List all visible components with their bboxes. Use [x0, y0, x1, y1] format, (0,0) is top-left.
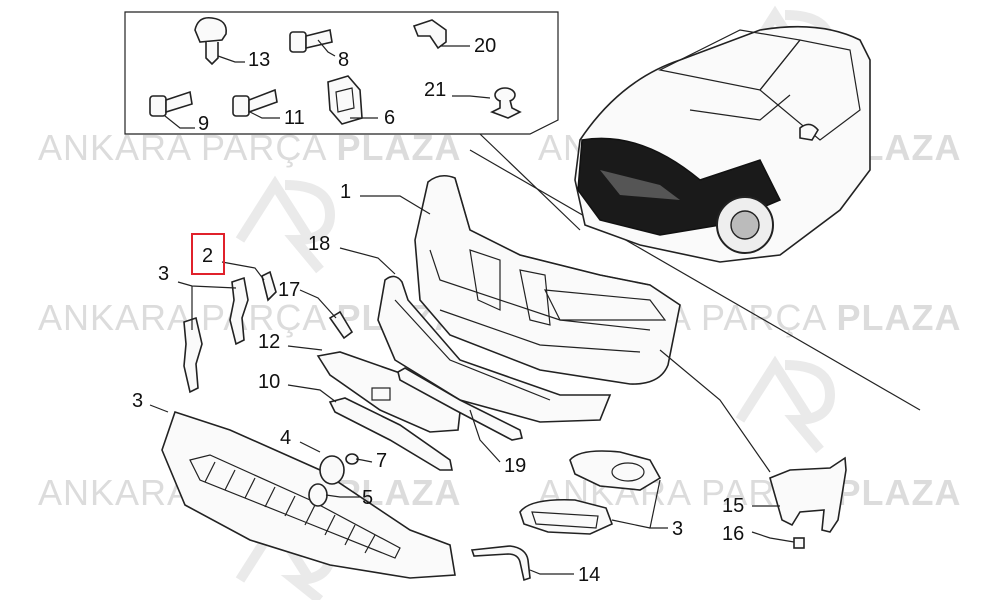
part-10-bolt[interactable] [149, 90, 193, 117]
part-19-lower-spoiler[interactable] [377, 275, 612, 423]
callout-13[interactable]: 12 [258, 331, 280, 353]
callout-7[interactable]: 6 [384, 107, 395, 129]
part-18-clip[interactable] [328, 310, 354, 340]
part-21-clip[interactable] [412, 19, 447, 50]
part-15-trim-strip[interactable] [470, 545, 531, 582]
part-16-side-bracket-right[interactable] [769, 456, 847, 533]
callout-18[interactable]: 17 [278, 279, 300, 301]
part-22-rivet[interactable] [490, 87, 522, 119]
callout-12[interactable]: 11 [284, 107, 305, 129]
callout-2[interactable]: 2 [202, 245, 213, 267]
part-7-speed-nut[interactable] [327, 75, 363, 125]
part-2-side-bracket[interactable] [261, 270, 277, 302]
hardware-inset-frame [124, 11, 559, 135]
callout-15[interactable]: 14 [578, 564, 600, 586]
callout-20[interactable]: 19 [504, 455, 526, 477]
part-5-badge-ring[interactable] [319, 455, 345, 485]
watermark-logo [235, 5, 836, 600]
callout-19[interactable]: 18 [308, 233, 330, 255]
part-17-clip[interactable] [793, 537, 805, 549]
callout-11[interactable]: 10 [258, 371, 280, 393]
callout-4[interactable]: 3 [132, 390, 143, 412]
part-12-bolt[interactable] [232, 88, 278, 117]
part-3-fog-bezel-upper[interactable] [569, 450, 662, 491]
car-illustration [574, 25, 871, 263]
callout-10[interactable]: 9 [198, 113, 209, 135]
part-11-crossmember[interactable] [328, 397, 453, 471]
part-1-front-bumper[interactable] [414, 174, 681, 385]
part-3-side-bracket-left[interactable] [183, 276, 249, 394]
callout-3-right[interactable]: 3 [672, 518, 683, 540]
callout-16[interactable]: 15 [722, 495, 744, 517]
callout-22[interactable]: 21 [424, 79, 446, 101]
callout-6[interactable]: 5 [362, 487, 373, 509]
watermark-text: ANKARA PARÇA PLAZA [38, 127, 461, 168]
highlight-box [191, 233, 225, 275]
callout-17[interactable]: 16 [722, 523, 744, 545]
callout-9[interactable]: 8 [338, 49, 349, 71]
part-13-reinforcement[interactable] [316, 351, 461, 433]
callouts: 13 8 9 11 6 20 21 1 18 2 3 17 12 10 3 4 … [132, 35, 744, 586]
frame-line [469, 149, 921, 411]
part-14-push-clip[interactable] [194, 16, 228, 66]
callout-1[interactable]: 1 [340, 181, 351, 203]
part-20-lower-strip[interactable] [397, 367, 523, 441]
callout-8[interactable]: 7 [376, 450, 387, 472]
callout-5[interactable]: 4 [280, 427, 291, 449]
callout-21[interactable]: 20 [474, 35, 496, 57]
callout-14[interactable]: 13 [248, 49, 270, 71]
callout-3-left[interactable]: 3 [158, 263, 169, 285]
frame-line [479, 133, 581, 231]
part-3-fog-bezel-lower[interactable] [519, 498, 614, 535]
part-9-bolt[interactable] [289, 29, 333, 53]
part-6-emblem[interactable] [308, 483, 328, 507]
leader-lines [149, 39, 795, 575]
